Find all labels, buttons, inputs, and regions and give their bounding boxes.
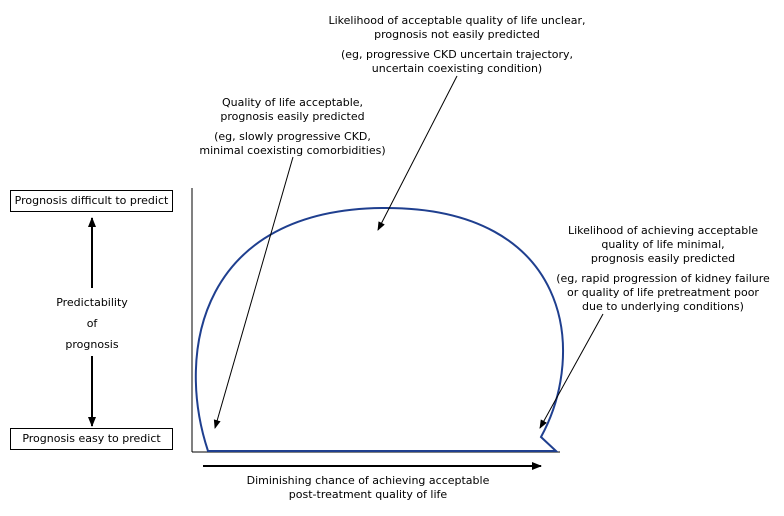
top-annotation-pointer xyxy=(377,75,458,231)
annotation-right-line5: or quality of life pretreatment poor xyxy=(567,286,759,299)
annotation-right-line2: quality of life minimal, xyxy=(601,238,725,251)
annotation-top: Likelihood of acceptable quality of life… xyxy=(307,14,607,76)
prognosis-difficult-label: Prognosis difficult to predict xyxy=(14,194,169,207)
annotation-right-line1: Likelihood of achieving acceptable xyxy=(567,224,759,237)
prognosis-easy-box: Prognosis easy to predict xyxy=(10,428,173,450)
predictability-word: Predictability xyxy=(56,296,128,309)
annotation-right: Likelihood of achieving acceptable quali… xyxy=(548,224,778,314)
annotation-top-line2: prognosis not easily predicted xyxy=(374,28,540,41)
annotation-left-line2: prognosis easily predicted xyxy=(220,110,365,123)
predictability-label: Predictability of prognosis xyxy=(42,292,142,355)
quality-prognosis-curve xyxy=(194,206,565,452)
annotation-right-line4: (eg, rapid progression of kidney failure xyxy=(556,272,770,285)
prognosis-easy-label: Prognosis easy to predict xyxy=(22,432,161,445)
left-annotation-pointer xyxy=(213,156,294,429)
of-word: of xyxy=(86,317,98,330)
annotation-left: Quality of life acceptable, prognosis ea… xyxy=(185,96,400,158)
x-axis-label-line2: post-treatment quality of life xyxy=(288,488,448,501)
annotation-left-line3: (eg, slowly progressive CKD, xyxy=(214,130,371,143)
prognosis-word: prognosis xyxy=(65,338,119,351)
annotation-right-line3: prognosis easily predicted xyxy=(590,252,736,265)
annotation-left-line4: minimal coexisting comorbidities) xyxy=(199,144,386,157)
annotation-right-line6: due to underlying conditions) xyxy=(582,300,744,313)
annotation-top-line3: (eg, progressive CKD uncertain trajector… xyxy=(340,48,574,61)
annotation-top-line4: uncertain coexisting condition) xyxy=(371,62,543,75)
right-annotation-pointer xyxy=(539,313,604,429)
prognosis-difficult-box: Prognosis difficult to predict xyxy=(10,190,173,212)
annotation-top-line1: Likelihood of acceptable quality of life… xyxy=(328,14,586,27)
x-axis-label: Diminishing chance of achieving acceptab… xyxy=(218,474,518,502)
x-axis-label-line1: Diminishing chance of achieving acceptab… xyxy=(246,474,490,487)
annotation-left-line1: Quality of life acceptable, xyxy=(221,96,364,109)
